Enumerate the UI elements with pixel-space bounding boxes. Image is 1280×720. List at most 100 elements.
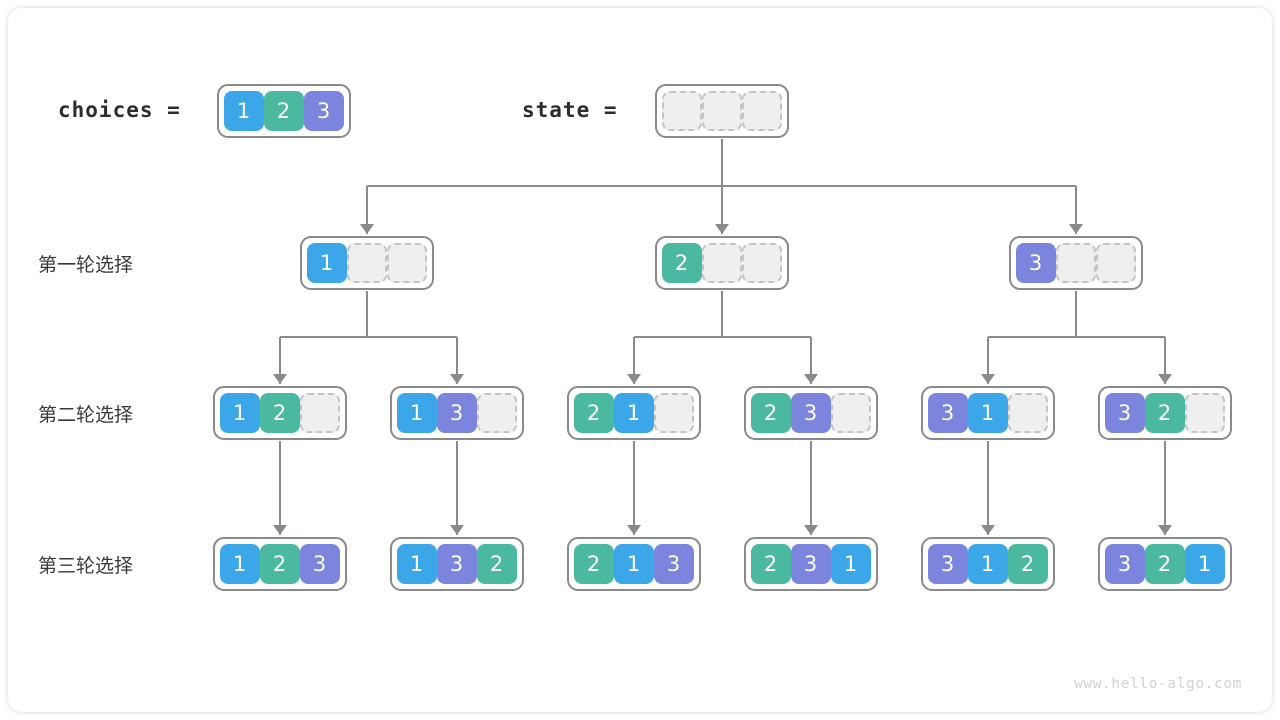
- array-cell-2: 2: [476, 543, 517, 584]
- array-cell-2: 2: [1144, 392, 1185, 433]
- array-cell-3: 3: [653, 543, 694, 584]
- array-cell-2: 2: [259, 543, 300, 584]
- connector-arrowhead: [981, 524, 995, 535]
- array-cell-1: 1: [219, 392, 260, 433]
- connector-r1-branch-2-1: [632, 337, 636, 384]
- connector-r1-branch-3-1: [986, 337, 990, 384]
- array-cell-2: 2: [750, 392, 791, 433]
- round1-node-1: 1: [299, 235, 434, 290]
- connector-root-branch-2: [720, 186, 724, 234]
- connector-arrowhead: [273, 373, 287, 384]
- array-cell-2: 2: [573, 392, 614, 433]
- array-cell-empty: [476, 392, 517, 433]
- row-label-round-2: 第二轮选择: [38, 404, 134, 426]
- connector-arrowhead: [1069, 223, 1083, 234]
- array-cell-1: 1: [306, 242, 347, 283]
- array-cell-3: 3: [303, 90, 344, 131]
- array-cell-empty: [346, 242, 387, 283]
- array-cell-2: 2: [1144, 543, 1185, 584]
- array-cell-2: 2: [263, 90, 304, 131]
- connector-r1-bus-2: [634, 335, 811, 339]
- array-cell-2: 2: [259, 392, 300, 433]
- connector-r2-stem-1: [278, 440, 282, 535]
- array-cell-1: 1: [967, 543, 1008, 584]
- array-cell-2: 2: [661, 242, 702, 283]
- connector-r1-stem-1: [365, 290, 369, 337]
- array-cell-3: 3: [927, 392, 968, 433]
- connector-arrowhead: [627, 373, 641, 384]
- connector-r1-bus-1: [280, 335, 457, 339]
- round1-node-2: 2: [654, 235, 789, 290]
- array-cell-3: 3: [436, 543, 477, 584]
- array-cell-empty: [299, 392, 340, 433]
- round1-node-3: 3: [1008, 235, 1143, 290]
- connector-r2-stem-4: [809, 440, 813, 535]
- connector-r2-stem-5: [986, 440, 990, 535]
- connector-arrowhead: [273, 524, 287, 535]
- state-label: state =: [522, 98, 618, 122]
- connector-root-stem: [720, 138, 724, 186]
- watermark: www.hello-algo.com: [1074, 676, 1242, 692]
- connector-r1-stem-2: [720, 290, 724, 337]
- array-cell-1: 1: [219, 543, 260, 584]
- connector-root-branch-3: [1074, 186, 1078, 234]
- array-cell-3: 3: [790, 392, 831, 433]
- connector-arrowhead: [450, 524, 464, 535]
- row-label-round-3: 第三轮选择: [38, 555, 134, 577]
- array-cell-empty: [830, 392, 871, 433]
- array-cell-1: 1: [396, 392, 437, 433]
- array-cell-1: 1: [967, 392, 1008, 433]
- connector-r1-stem-3: [1074, 290, 1078, 337]
- connector-r2-stem-3: [632, 440, 636, 535]
- array-cell-1: 1: [396, 543, 437, 584]
- connector-arrowhead: [1158, 524, 1172, 535]
- choices-label: choices =: [58, 98, 181, 122]
- connector-root-branch-1: [365, 186, 369, 234]
- connector-arrowhead: [804, 524, 818, 535]
- array-cell-3: 3: [1015, 242, 1056, 283]
- array-cell-empty: [1095, 242, 1136, 283]
- array-cell-empty: [386, 242, 427, 283]
- array-cell-empty: [1184, 392, 1225, 433]
- array-cell-empty: [1055, 242, 1096, 283]
- connector-arrowhead: [1158, 373, 1172, 384]
- array-cell-1: 1: [613, 392, 654, 433]
- array-cell-3: 3: [790, 543, 831, 584]
- array-cell-3: 3: [927, 543, 968, 584]
- array-cell-empty: [653, 392, 694, 433]
- connector-r1-branch-1-1: [278, 337, 282, 384]
- connector-r2-stem-2: [455, 440, 459, 535]
- array-cell-2: 2: [1007, 543, 1048, 584]
- array-cell-empty: [741, 90, 782, 131]
- array-cell-1: 1: [1184, 543, 1225, 584]
- diagram-card: [8, 8, 1272, 712]
- array-cell-empty: [661, 90, 702, 131]
- array-cell-empty: [701, 242, 742, 283]
- connector-r1-branch-3-2: [1163, 337, 1167, 384]
- array-cell-3: 3: [1104, 392, 1145, 433]
- array-cell-3: 3: [436, 392, 477, 433]
- connector-arrowhead: [360, 223, 374, 234]
- connector-r2-stem-6: [1163, 440, 1167, 535]
- array-cell-1: 1: [830, 543, 871, 584]
- array-cell-3: 3: [1104, 543, 1145, 584]
- array-cell-empty: [741, 242, 782, 283]
- connector-arrowhead: [981, 373, 995, 384]
- array-cell-empty: [701, 90, 742, 131]
- array-cell-1: 1: [223, 90, 264, 131]
- array-cell-empty: [1007, 392, 1048, 433]
- state-array: [654, 83, 789, 138]
